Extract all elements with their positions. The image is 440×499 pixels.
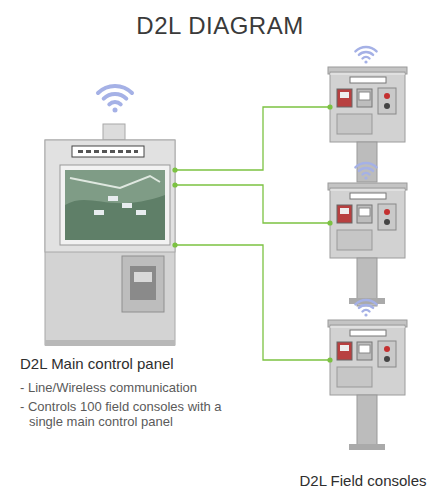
field-console-group: D2L Field consoles (318, 40, 434, 495)
connector-dot (172, 167, 177, 172)
connector-line (175, 245, 330, 360)
node-heading: D2L Main control panel (20, 355, 250, 372)
connector-group (172, 104, 332, 172)
connector-dot (327, 220, 332, 225)
main-control-panel: D2L Main control panel- Line/Wireless co… (45, 110, 175, 345)
field-console (330, 188, 405, 258)
field-console (330, 72, 405, 142)
wifi-icon (98, 86, 132, 113)
field-console-illustration (328, 47, 407, 450)
connector-dot (327, 357, 332, 362)
connector-group (172, 242, 332, 362)
node-caption: D2L Field consoles (288, 472, 438, 489)
bullet-text: - Controls 100 field consoles with a sin… (20, 399, 239, 429)
connector-line (175, 107, 330, 170)
node-caption: D2L Main control panel - Line/Wireless co… (20, 355, 250, 433)
connector-line (175, 185, 330, 223)
main-panel-illustration (45, 124, 175, 346)
diagram-title: D2L DIAGRAM (0, 12, 440, 40)
connector-dot (172, 242, 177, 247)
connector-dot (327, 104, 332, 109)
connector-dot (172, 182, 177, 187)
field-console (330, 325, 405, 395)
node-heading: D2L Field consoles (288, 472, 438, 489)
connector-group (172, 182, 332, 225)
bullet-text: - Line/Wireless communication (20, 380, 239, 395)
